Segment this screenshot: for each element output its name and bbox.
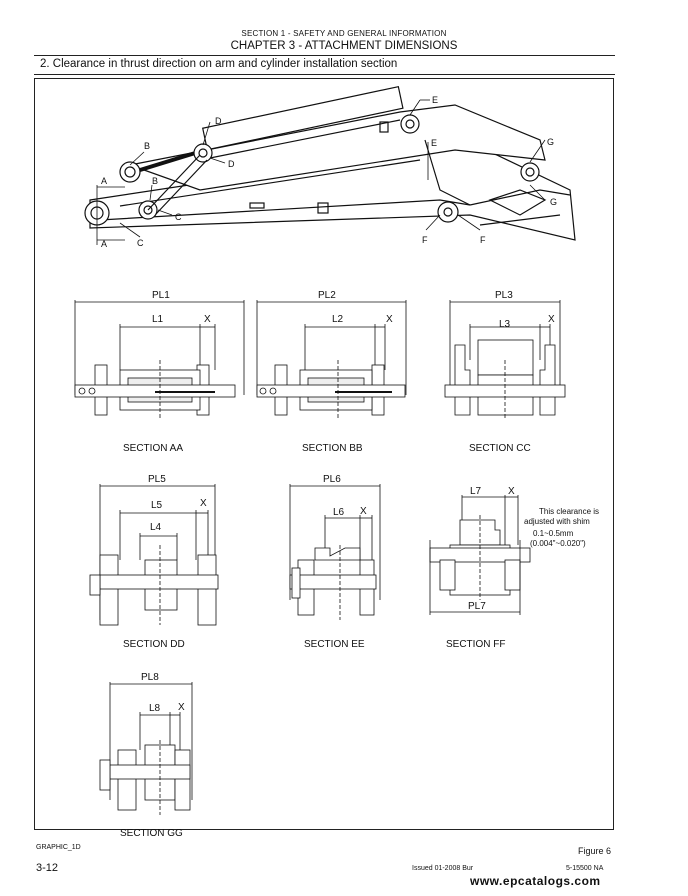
section-header: SECTION 1 - SAFETY AND GENERAL INFORMATI… xyxy=(241,29,447,38)
label-g-bottom: G xyxy=(550,197,557,207)
section-cc-l: L3 xyxy=(499,319,511,330)
section-gg-pl: PL8 xyxy=(141,672,159,683)
label-f-right: F xyxy=(480,235,486,245)
section-dd-l5: L5 xyxy=(151,500,163,511)
shim-note-line3: 0.1~0.5mm xyxy=(533,529,574,538)
section-aa-x: X xyxy=(204,314,211,325)
section-aa xyxy=(74,300,245,420)
figure-subtitle: 2. Clearance in thrust direction on arm … xyxy=(40,58,398,70)
label-e-top: E xyxy=(432,95,438,105)
section-ff xyxy=(429,495,531,615)
label-e-mid: E xyxy=(431,138,437,148)
overview-diagram xyxy=(84,85,576,245)
section-bb-pl: PL2 xyxy=(318,290,336,301)
issued-date: Issued 01-2008 Bur xyxy=(412,865,474,872)
section-aa-caption: SECTION AA xyxy=(123,443,183,454)
section-ee-pl: PL6 xyxy=(323,474,341,485)
section-gg xyxy=(99,682,193,815)
section-ff-l: L7 xyxy=(470,486,482,497)
watermark: www.epcatalogs.com xyxy=(470,874,601,888)
shim-note-line1: This clearance is xyxy=(539,507,599,516)
section-bb-caption: SECTION BB xyxy=(302,443,363,454)
section-ee-l: L6 xyxy=(333,507,345,518)
document-number: 5-15500 NA xyxy=(566,865,604,872)
chapter-title: CHAPTER 3 - ATTACHMENT DIMENSIONS xyxy=(230,40,458,52)
section-bb-l: L2 xyxy=(332,314,344,325)
section-ff-x: X xyxy=(508,486,515,497)
label-g-top: G xyxy=(547,137,554,147)
section-aa-pl: PL1 xyxy=(152,290,170,301)
section-ff-caption: SECTION FF xyxy=(446,639,505,650)
header-rule xyxy=(34,55,615,56)
section-gg-l: L8 xyxy=(149,703,161,714)
graphic-id: GRAPHIC_1D xyxy=(36,844,81,851)
shim-note-line2: adjusted with shim xyxy=(524,517,590,526)
label-b-mid: B xyxy=(152,176,158,186)
section-ee-caption: SECTION EE xyxy=(304,639,365,650)
section-gg-caption: SECTION GG xyxy=(120,828,183,839)
shim-note-line4: (0.004"~0.020") xyxy=(530,539,586,548)
figure-frame xyxy=(34,78,614,830)
section-gg-x: X xyxy=(178,702,185,713)
section-cc xyxy=(444,300,566,420)
section-dd-caption: SECTION DD xyxy=(123,639,185,650)
label-d-top: D xyxy=(215,116,222,126)
section-dd-x: X xyxy=(200,498,207,509)
section-bb-x: X xyxy=(386,314,393,325)
label-d-mid: D xyxy=(228,159,235,169)
section-dd-l4: L4 xyxy=(150,522,162,533)
subtitle-rule xyxy=(34,74,615,75)
section-ff-pl: PL7 xyxy=(468,601,486,612)
figure-label: Figure 6 xyxy=(578,846,612,856)
overview-labels: A A B B C C D D E E F F G G xyxy=(101,95,557,249)
section-aa-l: L1 xyxy=(152,314,164,325)
label-f-left: F xyxy=(422,235,428,245)
section-ee-x: X xyxy=(360,506,367,517)
label-a-top: A xyxy=(101,176,107,186)
label-c-bottom: C xyxy=(137,238,144,248)
section-bb xyxy=(256,300,407,420)
section-cc-caption: SECTION CC xyxy=(469,443,531,454)
label-c-right: C xyxy=(175,212,182,222)
section-dd-pl: PL5 xyxy=(148,474,166,485)
page-number: 3-12 xyxy=(36,862,59,874)
section-ee xyxy=(289,484,381,620)
label-a-bottom: A xyxy=(101,239,107,249)
section-cc-pl: PL3 xyxy=(495,290,513,301)
section-cc-x: X xyxy=(548,314,555,325)
section-dd xyxy=(89,484,219,626)
label-b-top: B xyxy=(144,141,150,151)
